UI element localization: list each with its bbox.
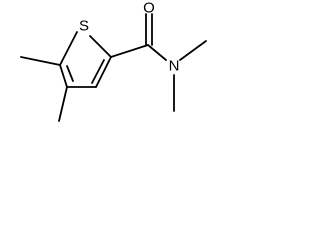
bond-s1-c5 <box>59 31 78 66</box>
bond-carbonyl-n <box>147 44 167 61</box>
methyl-groups <box>20 56 68 122</box>
thiophene-ring <box>59 31 112 88</box>
bond-c4-c5-double-inner <box>66 65 74 82</box>
atom-label-sulfur: S <box>79 18 89 35</box>
bond-c2-carbonyl <box>110 44 149 58</box>
atom-label-nitrogen: N <box>169 58 180 75</box>
bond-c2-c3 <box>95 56 112 88</box>
bond-s1-c2 <box>89 35 112 58</box>
atom-label-oxygen: O <box>143 0 155 17</box>
atom-labels: S O N <box>79 0 179 75</box>
bond-c3-c2-double-inner <box>91 59 105 84</box>
bond-c4-methyl <box>58 86 68 122</box>
amide-group <box>110 13 207 112</box>
bond-c4-c5 <box>59 64 68 88</box>
bond-c5-methyl <box>20 56 61 66</box>
bond-n-methyl-right <box>179 40 207 61</box>
structure-diagram: S O N <box>20 0 207 122</box>
